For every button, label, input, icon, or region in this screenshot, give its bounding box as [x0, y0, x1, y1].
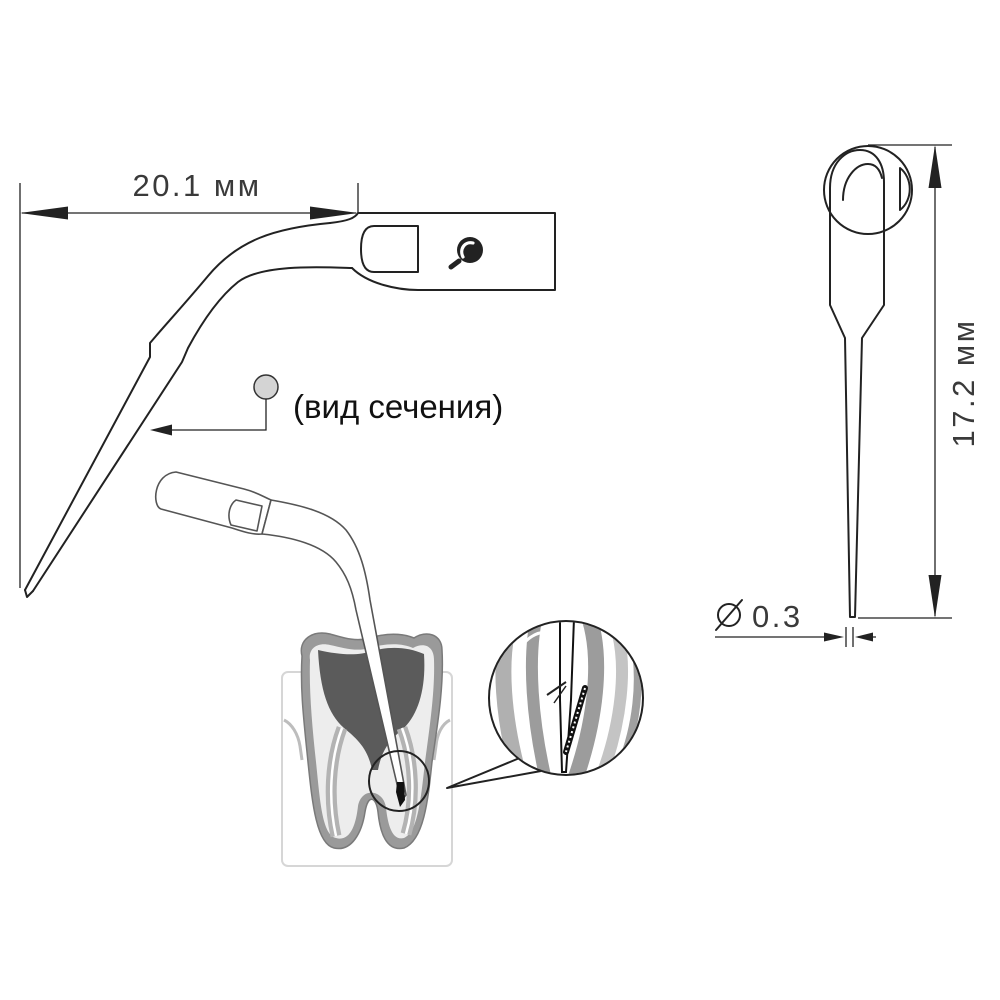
- height-arrow-top: [928, 145, 942, 188]
- length-label: 20.1 мм: [132, 168, 261, 203]
- height-label: 17.2 мм: [946, 318, 981, 447]
- magnified-detail: [488, 620, 644, 776]
- height-dimension: 17.2 мм: [858, 144, 981, 619]
- gum-line-left: [283, 718, 304, 761]
- diameter-arrow-left: [855, 632, 873, 642]
- detail-canal-edge: [512, 630, 551, 665]
- tip-point: [24, 589, 34, 598]
- logo-icon: [448, 237, 483, 270]
- front-shaft-outline: [829, 149, 885, 618]
- instrument-flat-spot: [228, 499, 263, 532]
- tip-front-view: [823, 145, 913, 618]
- section-leader-line: [170, 399, 267, 431]
- magnifier-small-circle: [368, 750, 430, 812]
- shank-lower-edge: [32, 266, 353, 592]
- section-view-label: (вид сечения): [293, 388, 503, 425]
- section-view-callout: (вид сечения): [150, 374, 503, 436]
- gum-line-right: [432, 718, 451, 761]
- magnifier-large-circle: [488, 620, 644, 776]
- height-arrow-bottom: [928, 575, 942, 618]
- diameter-symbol-icon: [715, 599, 743, 631]
- root-canal-left-inner: [329, 727, 344, 837]
- diameter-dimension: 0.3: [715, 599, 876, 647]
- detail-instrument: [559, 622, 576, 773]
- length-arrow-left: [20, 206, 68, 220]
- tip-handle-outline: [329, 212, 556, 291]
- length-dimension: 20.1 мм: [19, 168, 359, 588]
- diameter-arrow-right: [824, 632, 844, 642]
- detail-branch-2: [553, 685, 567, 704]
- magnifier-pointer: [446, 756, 542, 789]
- front-view-flat: [899, 167, 911, 211]
- instrument-tip-in-canal: [396, 782, 405, 807]
- detail-branch-1: [546, 681, 567, 696]
- length-arrow-right: [310, 206, 358, 220]
- root-canal-right-inner: [400, 727, 414, 835]
- detail-band-3: [567, 622, 605, 774]
- front-view-head-circle: [823, 145, 913, 235]
- front-shaft-inner-curve: [842, 163, 883, 201]
- tooth-illustration: [154, 471, 644, 867]
- section-marker-icon: [253, 374, 279, 400]
- diameter-label: 0.3: [752, 599, 803, 634]
- detail-file-teeth: [565, 687, 586, 753]
- section-arrow: [150, 424, 172, 436]
- pulp-chamber: [318, 647, 425, 770]
- tip-side-view: [24, 212, 556, 598]
- shank-upper-edge: [24, 222, 331, 591]
- wrench-flat-spot: [360, 225, 419, 273]
